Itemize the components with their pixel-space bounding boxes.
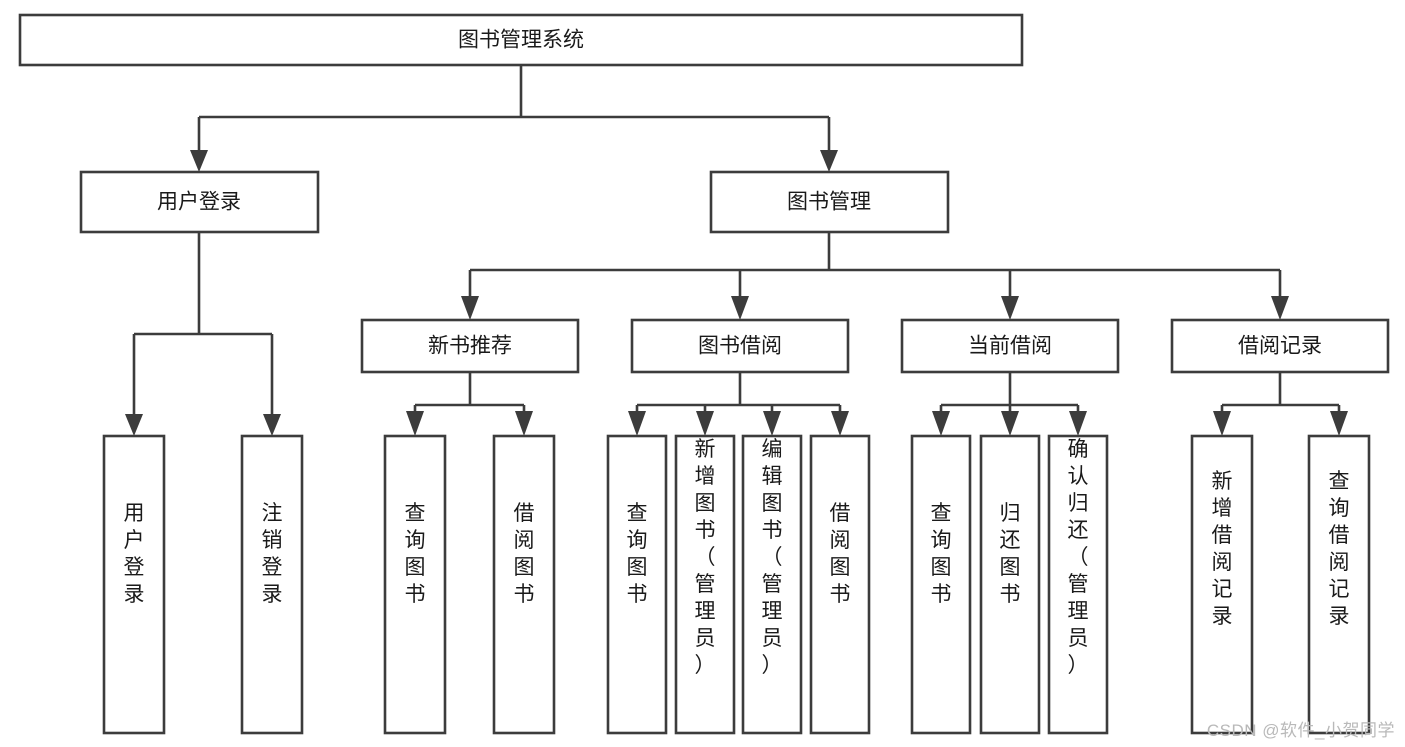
arrow-head-icon: [831, 411, 849, 436]
arrow-head-icon: [820, 150, 838, 172]
arrow-head-icon: [1001, 296, 1019, 320]
connector-newbook-to-leaves: [406, 372, 533, 436]
arrow-head-icon: [1001, 411, 1019, 436]
leaf-box[interactable]: [102, 434, 166, 735]
node-root-label: 图书管理系统: [458, 29, 584, 52]
node-borrow-record-box[interactable]: [1170, 318, 1390, 374]
leaf-borrowrecord-query-record[interactable]: 查询借阅记录: [1307, 434, 1371, 735]
arrow-head-icon: [406, 411, 424, 436]
leaf-box[interactable]: [741, 434, 803, 735]
leaf-label: 查询图书: [405, 502, 426, 606]
connector-root-to-level2: [190, 65, 838, 172]
arrow-head-icon: [1213, 411, 1231, 436]
connector-currentborrow-to-leaves: [932, 372, 1087, 436]
leaf-label: 新增图书（管理员）: [695, 438, 716, 677]
node-book-borrow[interactable]: 图书借阅: [630, 318, 850, 374]
connector-bookmgmt-to-level3: [461, 232, 1289, 320]
arrow-head-icon: [263, 414, 281, 436]
node-user-login-label: 用户登录: [157, 191, 241, 214]
leaf-label: 查询借阅记录: [1329, 470, 1350, 628]
leaf-bookborrow-add-book-admin[interactable]: 新增图书（管理员）: [674, 434, 736, 735]
node-user-login-box[interactable]: [79, 170, 320, 234]
leaf-box[interactable]: [1190, 434, 1254, 735]
leaf-user-login-login[interactable]: 用户登录: [102, 434, 166, 735]
leaf-label: 编辑图书（管理员）: [762, 438, 783, 677]
node-current-borrow-box[interactable]: [900, 318, 1120, 374]
leaf-user-login-logout[interactable]: 注销登录: [240, 434, 304, 735]
node-book-borrow-label: 图书借阅: [698, 335, 782, 358]
arrow-head-icon: [1069, 411, 1087, 436]
node-book-management-label: 图书管理: [787, 191, 871, 214]
leaf-label: 新增借阅记录: [1212, 470, 1233, 628]
leaf-label: 查询图书: [931, 502, 952, 606]
leaf-box[interactable]: [809, 434, 871, 735]
node-current-borrow[interactable]: 当前借阅: [900, 318, 1120, 374]
node-new-book-recommend[interactable]: 新书推荐: [360, 318, 580, 374]
arrow-head-icon: [461, 296, 479, 320]
leaf-box[interactable]: [240, 434, 304, 735]
arrow-head-icon: [763, 411, 781, 436]
node-new-book-recommend-box[interactable]: [360, 318, 580, 374]
leaf-box[interactable]: [910, 434, 972, 735]
leaf-label: 借阅图书: [514, 502, 535, 606]
node-book-management-box[interactable]: [709, 170, 950, 234]
leaf-bookborrow-edit-book-admin[interactable]: 编辑图书（管理员）: [741, 434, 803, 735]
arrow-head-icon: [1330, 411, 1348, 436]
arrow-head-icon: [125, 414, 143, 436]
node-borrow-record[interactable]: 借阅记录: [1170, 318, 1390, 374]
leaf-bookborrow-borrow-book[interactable]: 借阅图书: [809, 434, 871, 735]
leaf-label: 查询图书: [627, 502, 648, 606]
arrow-head-icon: [628, 411, 646, 436]
connector-borrowrecord-to-leaves: [1213, 372, 1348, 436]
leaf-currentborrow-return-book[interactable]: 归还图书: [979, 434, 1041, 735]
leaf-currentborrow-query-book[interactable]: 查询图书: [910, 434, 972, 735]
leaf-box[interactable]: [979, 434, 1041, 735]
arrow-head-icon: [731, 296, 749, 320]
node-book-management[interactable]: 图书管理: [709, 170, 950, 234]
arrow-head-icon: [932, 411, 950, 436]
leaf-label: 借阅图书: [830, 502, 851, 606]
arrow-head-icon: [515, 411, 533, 436]
node-current-borrow-label: 当前借阅: [968, 335, 1052, 358]
leaf-box[interactable]: [492, 434, 556, 735]
arrow-head-icon: [1271, 296, 1289, 320]
connector-userlogin-to-leaves: [125, 232, 281, 436]
connector-bookborrow-to-leaves: [628, 372, 849, 436]
leaf-box[interactable]: [1307, 434, 1371, 735]
leaf-newbook-borrow-book[interactable]: 借阅图书: [492, 434, 556, 735]
leaf-label: 注销登录: [262, 502, 283, 606]
node-user-login[interactable]: 用户登录: [79, 170, 320, 234]
leaf-borrowrecord-add-record[interactable]: 新增借阅记录: [1190, 434, 1254, 735]
leaf-box[interactable]: [606, 434, 668, 735]
leaf-box[interactable]: [674, 434, 736, 735]
leaf-newbook-query-book[interactable]: 查询图书: [383, 434, 447, 735]
node-new-book-recommend-label: 新书推荐: [428, 335, 512, 358]
arrow-head-icon: [696, 411, 714, 436]
arrow-head-icon: [190, 150, 208, 172]
node-book-borrow-box[interactable]: [630, 318, 850, 374]
node-root-book-management-system[interactable]: 图书管理系统: [18, 13, 1024, 67]
node-root-box[interactable]: [18, 13, 1024, 67]
leaf-label: 确认归还（管理员）: [1068, 438, 1089, 677]
csdn-watermark: CSDN @软件_小贺同学: [1206, 721, 1395, 740]
leaf-currentborrow-confirm-return-admin[interactable]: 确认归还（管理员）: [1047, 434, 1109, 735]
leaf-bookborrow-query-book[interactable]: 查询图书: [606, 434, 668, 735]
node-borrow-record-label: 借阅记录: [1238, 335, 1322, 358]
leaf-box[interactable]: [1047, 434, 1109, 735]
leaf-label: 用户登录: [124, 502, 145, 606]
leaf-box[interactable]: [383, 434, 447, 735]
leaf-label: 归还图书: [1000, 502, 1021, 606]
